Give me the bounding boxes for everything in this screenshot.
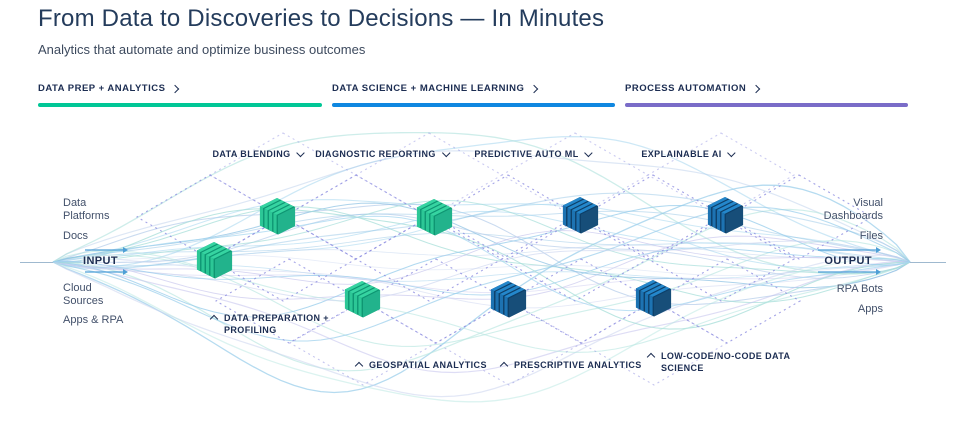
section-label: PROCESS AUTOMATION [625,83,747,94]
page-title: From Data to Discoveries to Decisions — … [38,5,605,32]
output-dest-files: Files [859,230,883,242]
chevron-down-icon [441,148,451,158]
output-dest-apps: Apps [857,303,883,315]
chevron-down-icon [584,148,593,158]
data-cube-blue-1 [562,196,599,235]
data-cube-green-3 [196,241,233,280]
section-underline [332,103,615,107]
output-label: OUTPUT [824,255,872,267]
chevron-down-icon [727,148,736,158]
capability-low-code-no-code[interactable]: LOW-CODE/NO-CODE DATA SCIENCE [646,351,790,374]
input-source-cloud-sources: Cloud Sources [63,282,104,307]
page-subtitle: Analytics that automate and optimize bus… [38,42,366,57]
section-tab-data-prep-analytics[interactable]: DATA PREP + ANALYTICS [38,78,322,107]
input-source-docs: Docs [63,230,89,242]
chevron-up-icon [646,352,656,362]
output-dest-visual-dashboards: Visual Dashboards [823,197,883,222]
capability-predictive-auto-ml[interactable]: PREDICTIVE AUTO ML [474,148,593,159]
capability-geospatial-analytics[interactable]: GEOSPATIAL ANALYTICS [354,360,487,372]
section-underline [625,103,908,107]
capability-explainable-ai[interactable]: EXPLAINABLE AI [641,148,736,159]
data-cube-blue-4 [635,279,672,318]
input-source-data-platforms: Data Platforms [63,197,110,222]
section-label: DATA SCIENCE + MACHINE LEARNING [332,83,525,94]
chevron-down-icon [296,148,305,158]
data-cube-green-2 [416,198,453,237]
capability-data-blending[interactable]: DATA BLENDING [212,148,305,159]
data-cube-green-4 [344,280,381,319]
chevron-up-icon [209,314,219,324]
section-tab-process-automation[interactable]: PROCESS AUTOMATION [625,78,908,107]
capability-data-preparation-profiling[interactable]: DATA PREPARATION + PROFILING [209,313,329,336]
data-cube-blue-3 [490,280,527,319]
data-cube-green-1 [259,197,296,236]
section-tab-data-science-ml[interactable]: DATA SCIENCE + MACHINE LEARNING [332,78,615,107]
capability-diagnostic-reporting[interactable]: DIAGNOSTIC REPORTING [315,148,451,159]
chevron-up-icon [499,361,509,371]
section-label: DATA PREP + ANALYTICS [38,83,166,94]
chevron-up-icon [354,361,364,371]
capability-prescriptive-analytics[interactable]: PRESCRIPTIVE ANALYTICS [499,360,642,372]
output-dest-rpa-bots: RPA Bots [836,283,883,295]
input-source-apps-rpa: Apps & RPA [63,314,124,326]
input-label: INPUT [83,255,118,267]
section-underline [38,103,322,107]
data-cube-blue-2 [707,196,744,235]
